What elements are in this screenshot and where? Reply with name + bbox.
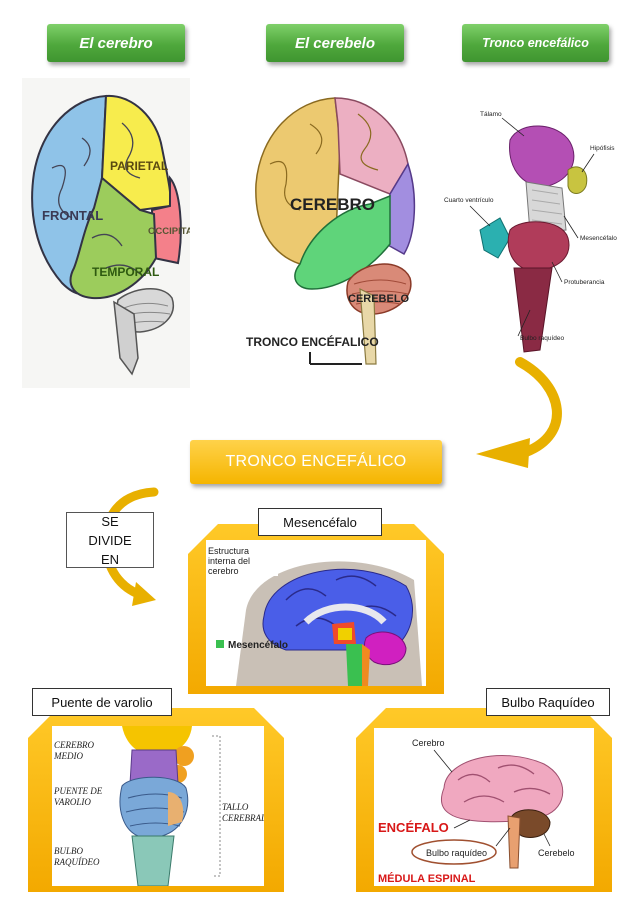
bulbo-encefalo-label: ENCÉFALO	[378, 820, 449, 835]
header-tronco-label: Tronco encefálico	[482, 36, 589, 50]
curved-arrow-right	[476, 357, 562, 468]
part-cerebro-label: CEREBRO	[290, 195, 375, 214]
stem-mesencefalo-label: Mesencéfalo	[580, 235, 617, 242]
part-cerebelo-label: CEREBELO	[348, 293, 410, 305]
header-tronco: Tronco encefálico	[462, 24, 609, 62]
bulbo-cerebro-label: Cerebro	[412, 738, 445, 748]
brain-lobes-image: FRONTAL PARIETAL TEMPORAL OCCIPITAL	[22, 78, 199, 388]
header-cerebro: El cerebro	[47, 24, 185, 62]
header-cerebelo-label: El cerebelo	[294, 34, 376, 52]
lobe-frontal-label: FRONTAL	[42, 208, 103, 223]
puente-tallo-label: TALLO CEREBRAL	[222, 802, 264, 823]
mesencefalo-label-box: Mesencéfalo	[258, 508, 382, 536]
lobe-occipital-label: OCCIPITAL	[148, 226, 190, 237]
stem-talamo-label: Tálamo	[480, 111, 502, 118]
puente-image: CEREBRO MEDIO PUENTE DE VAROLIO BULBO RA…	[52, 726, 264, 887]
header-cerebro-label: El cerebro	[79, 34, 153, 52]
puente-cerebro-medio-label: CEREBRO MEDIO	[54, 740, 94, 761]
lobe-parietal-label: PARIETAL	[110, 159, 168, 173]
brain-parts-image: CEREBRO CEREBELO TRONCO ENCÉFALICO	[240, 84, 432, 374]
mesencefalo-label: Mesencéfalo	[283, 514, 357, 530]
mesencefalo-caption-text: Estructura interna del cerebro	[208, 546, 278, 576]
main-title: TRONCO ENCEFÁLICO	[190, 440, 442, 484]
divide-text-box: SE DIVIDE EN	[66, 512, 154, 568]
stem-ventriculo-label: Cuarto ventrículo	[444, 197, 494, 204]
bulbo-medula-label: MÉDULA ESPINAL	[378, 872, 476, 885]
lobe-temporal-label: TEMPORAL	[92, 265, 159, 279]
puente-bulbo-label: BULBO RAQUÍDEO	[54, 846, 100, 867]
divide-text: SE DIVIDE EN	[88, 513, 132, 567]
mesencefalo-image: Estructura interna del cerebro Mesencéfa…	[206, 540, 426, 686]
puente-label-box: Puente de varolio	[32, 688, 172, 716]
bulbo-label: Bulbo Raquídeo	[501, 694, 595, 710]
stem-protuberancia-label: Protuberancia	[564, 279, 605, 286]
main-title-label: TRONCO ENCEFÁLICO	[225, 453, 407, 470]
bulbo-image: Cerebro ENCÉFALO Bulbo raquídeo Cerebelo…	[374, 728, 594, 886]
stem-hipofisis-label: Hipófisis	[590, 145, 615, 152]
bulbo-cerebelo-label: Cerebelo	[538, 848, 575, 858]
puente-varolio-label: PUENTE DE VAROLIO	[54, 786, 103, 807]
stem-bulbo-label: Bulbo raquídeo	[520, 335, 564, 342]
brain-stem-image: Tálamo Hipófisis Cuarto ventrículo Mesen…	[440, 100, 632, 372]
bulbo-raquideo-label: Bulbo raquídeo	[426, 848, 487, 858]
puente-label: Puente de varolio	[51, 694, 153, 710]
bulbo-label-box: Bulbo Raquídeo	[486, 688, 610, 716]
part-tronco-label: TRONCO ENCÉFALICO	[246, 334, 379, 349]
mesencefalo-legend: Mesencéfalo	[228, 640, 288, 651]
header-cerebelo: El cerebelo	[266, 24, 404, 62]
